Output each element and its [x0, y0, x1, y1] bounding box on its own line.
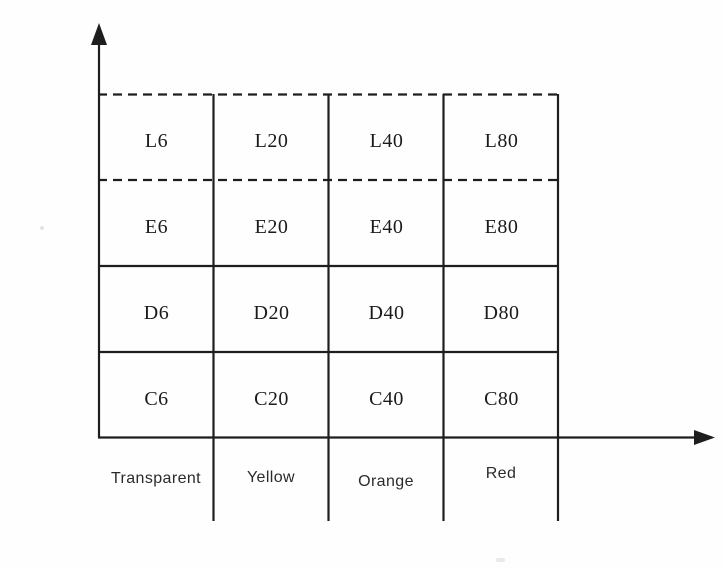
grid-cell: D20 — [253, 302, 290, 324]
grid-cell: L40 — [369, 130, 404, 152]
grid-cell: E6 — [144, 216, 169, 238]
grid-cell: C80 — [484, 387, 519, 410]
grid-cell: L80 — [484, 130, 519, 152]
grid-cell: L6 — [144, 130, 169, 152]
grid-cell: E20 — [254, 216, 289, 238]
grid-cell: D80 — [483, 302, 520, 324]
x-axis-arrow-icon — [694, 430, 715, 445]
column-label-orange: Orange — [358, 473, 414, 490]
grid-cell: D40 — [368, 302, 405, 324]
grid-cell: L20 — [254, 130, 289, 152]
y-axis-arrow-icon — [91, 23, 107, 45]
grid-cell: D6 — [143, 302, 170, 324]
column-label-transparent: Transparent — [110, 470, 202, 487]
grid-cell: E80 — [484, 216, 519, 238]
scan-artifact — [40, 226, 44, 230]
grid-cell: C20 — [254, 387, 289, 410]
grid-cell: C40 — [369, 387, 404, 410]
grid-cell: C6 — [144, 387, 169, 410]
grid-cell: E40 — [369, 216, 404, 238]
column-label-red: Red — [485, 465, 517, 482]
column-label-yellow: Yellow — [246, 469, 296, 486]
scan-artifact — [496, 558, 505, 562]
